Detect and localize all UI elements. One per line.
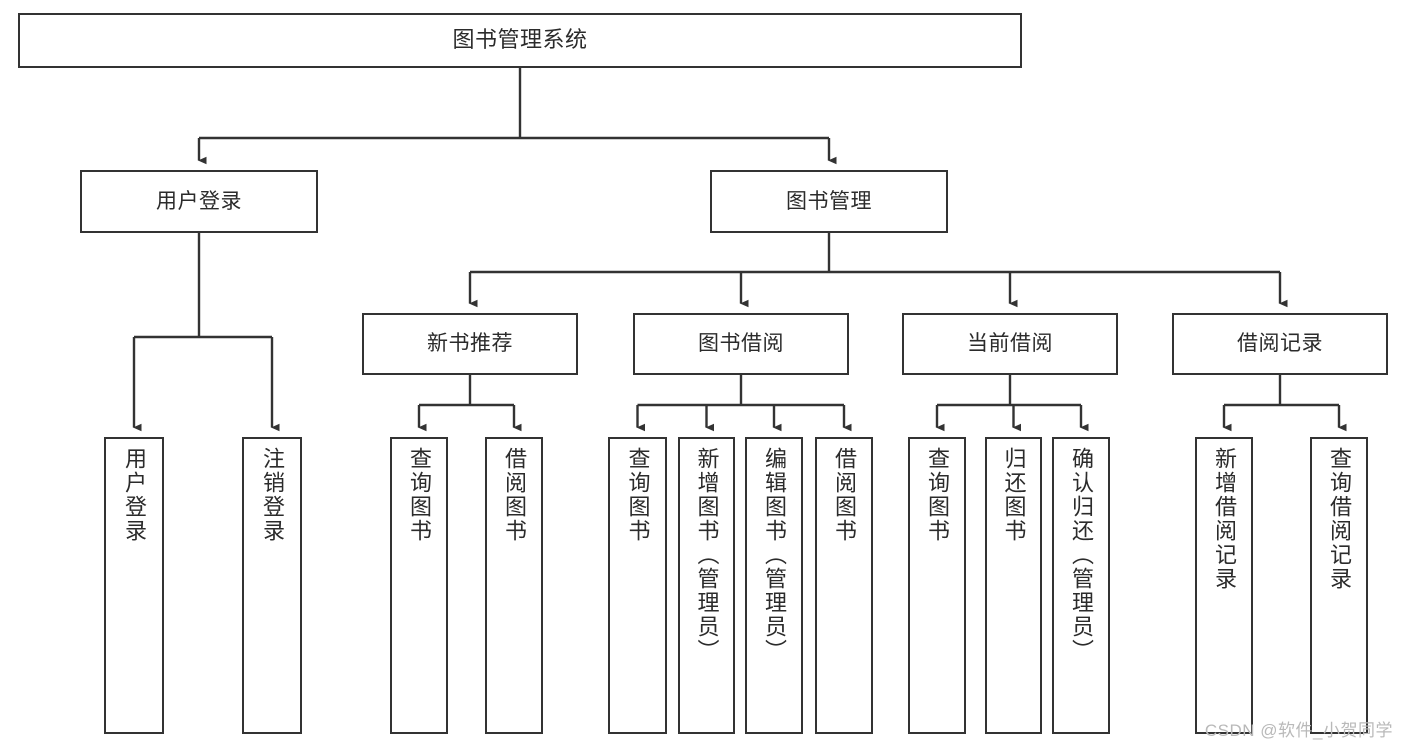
node-label: 查询图书 bbox=[406, 447, 432, 543]
node-label: 图书借阅 bbox=[698, 332, 784, 356]
node-root[interactable]: 图书管理系统 bbox=[18, 13, 1022, 68]
node-label: 编辑图书（管理员） bbox=[761, 447, 787, 663]
node-label: 查询借阅记录 bbox=[1326, 447, 1352, 591]
node-current[interactable]: 当前借阅 bbox=[902, 313, 1118, 375]
node-leaf-4[interactable]: 借阅图书 bbox=[485, 437, 543, 734]
node-leaf-11[interactable]: 确认归还（管理员） bbox=[1052, 437, 1110, 734]
watermark: CSDN @软件_小贺同学 bbox=[1204, 721, 1393, 740]
node-bookmgmt[interactable]: 图书管理 bbox=[710, 170, 948, 233]
node-label: 注销登录 bbox=[259, 447, 285, 543]
node-label: 图书管理系统 bbox=[452, 27, 588, 53]
node-label: 确认归还（管理员） bbox=[1068, 447, 1094, 663]
node-leaf-10[interactable]: 归还图书 bbox=[985, 437, 1042, 734]
node-label: 借阅记录 bbox=[1237, 332, 1323, 356]
node-label: 用户登录 bbox=[121, 447, 147, 543]
node-leaf-9[interactable]: 查询图书 bbox=[908, 437, 966, 734]
node-label: 借阅图书 bbox=[831, 447, 857, 543]
node-leaf-5[interactable]: 查询图书 bbox=[608, 437, 667, 734]
node-label: 用户登录 bbox=[156, 189, 242, 213]
node-borrow[interactable]: 图书借阅 bbox=[633, 313, 849, 375]
node-leaf-13[interactable]: 查询借阅记录 bbox=[1310, 437, 1368, 734]
node-newbook[interactable]: 新书推荐 bbox=[362, 313, 578, 375]
node-label: 查询图书 bbox=[924, 447, 950, 543]
node-login[interactable]: 用户登录 bbox=[80, 170, 318, 233]
node-leaf-6[interactable]: 新增图书（管理员） bbox=[678, 437, 735, 734]
node-label: 归还图书 bbox=[1001, 447, 1027, 543]
node-label: 图书管理 bbox=[786, 189, 872, 213]
node-label: 新增借阅记录 bbox=[1211, 447, 1237, 591]
node-leaf-3[interactable]: 查询图书 bbox=[390, 437, 448, 734]
node-label: 借阅图书 bbox=[501, 447, 527, 543]
node-label: 新增图书（管理员） bbox=[694, 447, 720, 663]
node-label: 新书推荐 bbox=[427, 332, 513, 356]
node-records[interactable]: 借阅记录 bbox=[1172, 313, 1388, 375]
node-label: 当前借阅 bbox=[967, 332, 1053, 356]
node-leaf-1[interactable]: 用户登录 bbox=[104, 437, 164, 734]
node-leaf-8[interactable]: 借阅图书 bbox=[815, 437, 873, 734]
node-label: 查询图书 bbox=[625, 447, 651, 543]
node-leaf-7[interactable]: 编辑图书（管理员） bbox=[745, 437, 803, 734]
node-leaf-2[interactable]: 注销登录 bbox=[242, 437, 302, 734]
node-leaf-12[interactable]: 新增借阅记录 bbox=[1195, 437, 1253, 734]
